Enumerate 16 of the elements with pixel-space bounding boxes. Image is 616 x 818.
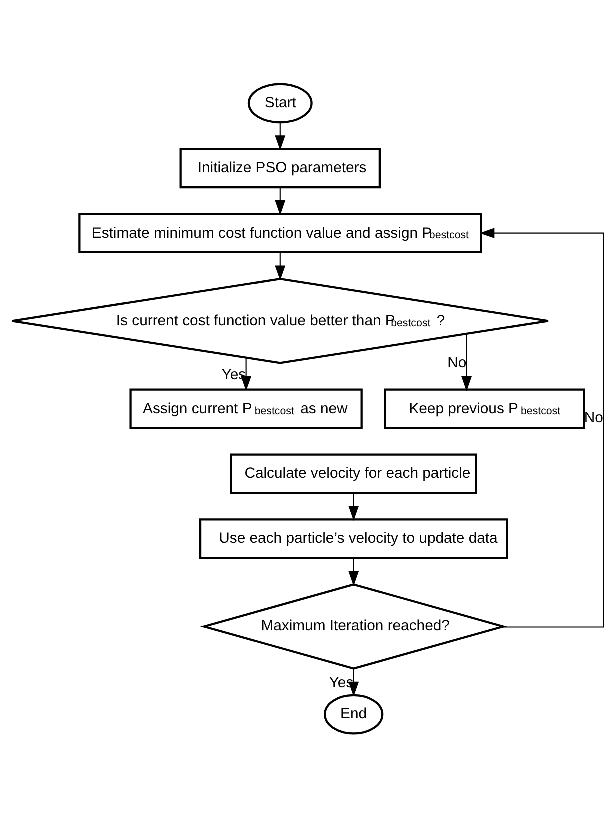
node-diamond: Maximum Iteration reached?: [200, 584, 508, 670]
arrow: [241, 358, 252, 392]
arrow: [275, 188, 286, 216]
node-ellipse: End: [324, 694, 384, 735]
node-box: Initialize PSO parameters: [180, 148, 381, 189]
arrow: [348, 558, 360, 586]
arrow: [462, 334, 472, 392]
edge-label: No: [584, 410, 604, 427]
arrow: [275, 252, 286, 281]
arrow: [275, 122, 286, 151]
node-box: Use each particle’s velocity to update data: [199, 518, 508, 560]
node-box: Estimate minimum cost function value and assign Pbestcost: [78, 213, 482, 254]
node-box: Calculate velocity for each particle: [230, 454, 478, 494]
node-ellipse: Start: [248, 83, 313, 124]
arrow: [480, 228, 604, 628]
arrow: [348, 493, 360, 522]
